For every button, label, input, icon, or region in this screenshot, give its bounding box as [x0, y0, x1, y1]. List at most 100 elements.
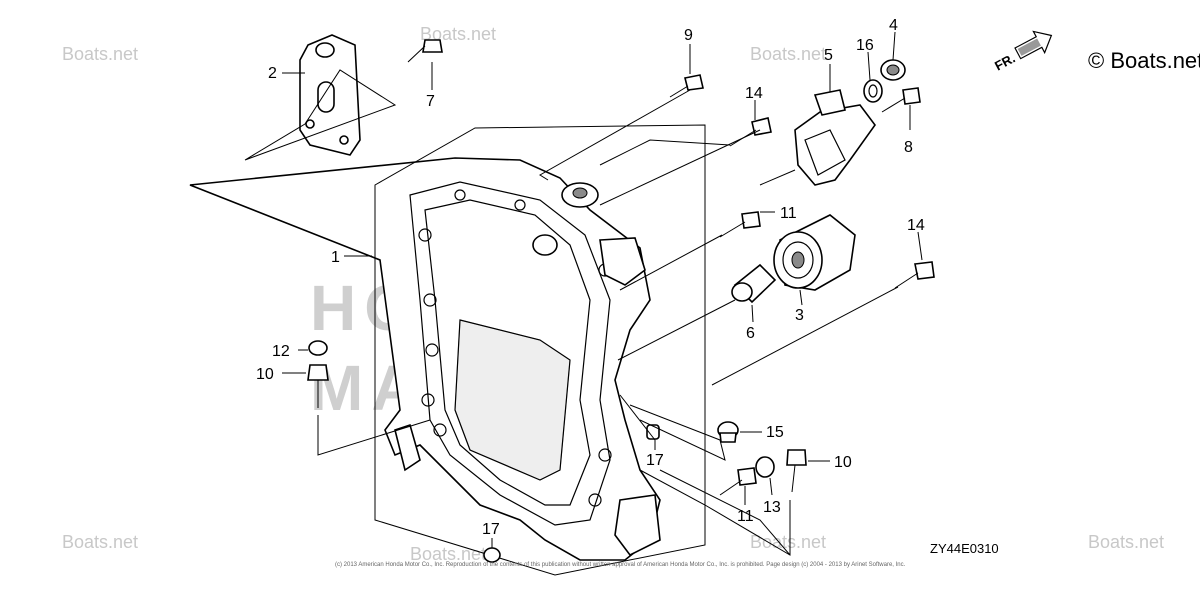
bolt-7-head — [422, 39, 443, 53]
bolt-9-leader — [539, 89, 691, 181]
case-chamber-edge — [454, 319, 571, 481]
bolt-10a-head — [307, 364, 329, 381]
bolt-10b-head — [786, 449, 807, 466]
fitting-6-leader — [617, 299, 736, 361]
part-bolt-14b — [894, 261, 935, 289]
housing-5-leader — [599, 139, 796, 186]
watermark-tile: Boats.net — [62, 532, 138, 552]
part-ring-16 — [863, 79, 883, 103]
fitting-6-end — [731, 282, 753, 302]
part-bolt-10a — [307, 364, 329, 408]
fr-label: FR. — [992, 50, 1018, 73]
callout-17-upper: 17 — [646, 452, 664, 469]
part-bolt-11b — [719, 467, 757, 496]
bolt-11a-leader — [619, 234, 723, 291]
diagram-code: ZY44E0310 — [930, 541, 999, 556]
case-side-boss — [599, 237, 646, 286]
part-ring-16-inner — [868, 84, 878, 98]
callout-labels: 1 2 3 4 5 6 7 8 9 10 10 11 11 12 13 14 1… — [256, 17, 925, 538]
part-bolt-7 — [407, 39, 443, 63]
cap-4-inner — [886, 64, 900, 76]
case-foot-right — [614, 494, 661, 557]
callout-6: 6 — [746, 325, 755, 342]
part-pin-17a — [646, 424, 660, 440]
callout-3: 3 — [795, 307, 804, 324]
lower-bolts-leader-2 — [659, 469, 791, 556]
case-port — [532, 234, 558, 256]
housing-5-nozzle — [813, 89, 846, 116]
part-fitting-6 — [731, 263, 777, 304]
front-direction-indicator: FR. — [992, 30, 1053, 73]
callout-leaders — [282, 31, 923, 548]
watermark-tile: Boats.net — [1088, 532, 1164, 552]
bolt-9-head — [684, 74, 704, 91]
callout-12: 12 — [272, 343, 290, 360]
pin-17a-leader — [619, 394, 656, 441]
callout-10-left: 10 — [256, 366, 274, 383]
watermark-tile: Boats.net — [750, 44, 826, 64]
part-bolt-14a — [729, 117, 772, 147]
watermark-top-right: © Boats.net — [1088, 48, 1200, 73]
part-bolt-9 — [669, 74, 704, 98]
bracket-leader — [244, 69, 397, 161]
bolt-10a-leader — [317, 415, 431, 456]
callout-15: 15 — [766, 424, 784, 441]
watermark-tile: Boats.net — [62, 44, 138, 64]
case-assembly — [189, 157, 661, 561]
filter-3-ring — [782, 241, 814, 279]
fr-arrow-fill — [1017, 38, 1041, 56]
callout-10-right: 10 — [834, 454, 852, 471]
callout-4: 4 — [889, 17, 898, 34]
copyright-text: (c) 2013 American Honda Motor Co., Inc. … — [335, 562, 906, 568]
part-bolt-10b — [786, 449, 807, 493]
callout-16: 16 — [856, 37, 874, 54]
nut-15-leader — [629, 404, 726, 461]
filter-3-center — [791, 251, 805, 269]
callout-11-lower: 11 — [737, 508, 754, 525]
bracket-hole-bottom — [339, 135, 349, 145]
case-inner-frame-2 — [424, 199, 591, 506]
case-bolt-holes — [418, 189, 612, 507]
part-bolt-8 — [881, 87, 921, 113]
case-top-boss-center — [572, 187, 588, 199]
callout-1: 1 — [331, 249, 340, 266]
housing-5-flange — [804, 129, 846, 176]
callout-9: 9 — [684, 27, 693, 44]
nut-15-base — [719, 432, 737, 443]
callout-13: 13 — [763, 499, 781, 516]
part-pin-17b — [483, 547, 501, 563]
bracket-slot — [317, 81, 335, 113]
bracket-hole-top — [315, 42, 335, 58]
callout-2: 2 — [268, 65, 277, 82]
callout-14-upper: 14 — [745, 85, 763, 102]
watermark-tile: Boats.net — [750, 532, 826, 552]
bracket-hole-left — [305, 119, 315, 129]
case-group-outline — [374, 124, 706, 576]
bolt-14b-head — [914, 261, 935, 280]
part-washer-13 — [755, 456, 775, 478]
bolt-11b-head — [737, 467, 757, 486]
part-nut-12 — [308, 340, 328, 356]
bolt-14b-leader — [711, 286, 899, 386]
case-inner-frame — [409, 181, 611, 526]
part-nut-15 — [717, 421, 739, 443]
callout-14-right: 14 — [907, 217, 925, 234]
part-filter-3 — [773, 214, 856, 291]
callout-5: 5 — [824, 47, 833, 64]
watermark-tile: Boats.net — [420, 24, 496, 44]
watermark-tile: Boats.net — [410, 544, 486, 564]
part-cap-4 — [880, 59, 906, 81]
callout-7: 7 — [426, 93, 435, 110]
watermark-tiles: Boats.net Boats.net Boats.net Boats.net … — [62, 24, 1164, 564]
callout-8: 8 — [904, 139, 913, 156]
part-bracket — [299, 34, 361, 156]
callout-17-lower: 17 — [482, 521, 500, 538]
bolt-14a-leader — [599, 129, 761, 206]
part-housing-5 — [794, 89, 876, 186]
callout-11-upper: 11 — [780, 205, 797, 222]
case-foot-left — [394, 423, 421, 472]
bolt-8-head — [902, 87, 921, 105]
part-bolt-11a — [719, 211, 761, 238]
bolt-11a-head — [741, 211, 761, 229]
